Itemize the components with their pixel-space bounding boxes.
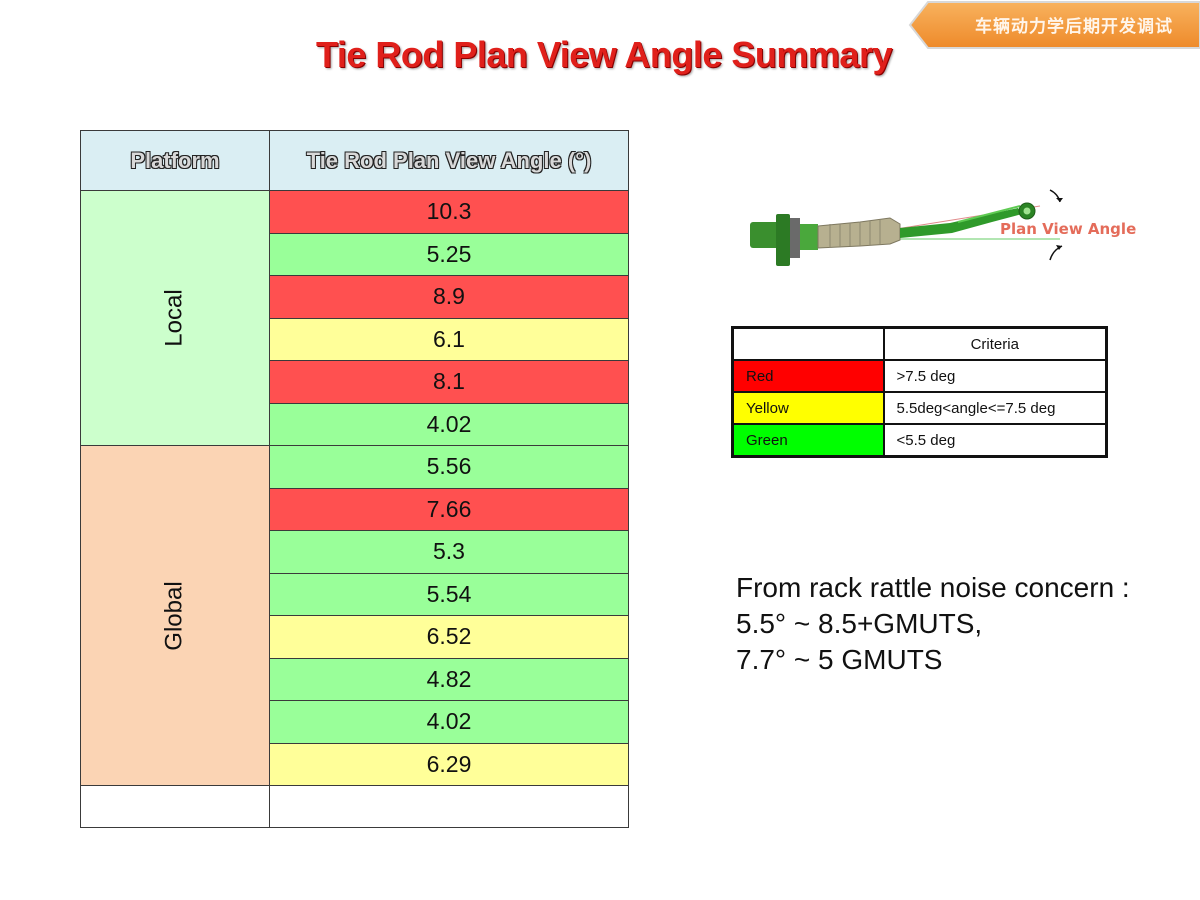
- criteria-green-rule: <5.5 deg: [882, 423, 1108, 458]
- criteria-yellow-label: Yellow: [731, 391, 885, 425]
- angle-value-cell: 5.56: [269, 445, 629, 489]
- empty-cell: [269, 785, 629, 828]
- angle-value-cell: 8.9: [269, 275, 629, 319]
- angle-value-cell: 8.1: [269, 360, 629, 404]
- table-row: 4.82: [81, 657, 629, 701]
- angle-header: Tie Rod Plan View Angle (°): [269, 130, 629, 191]
- tie-rod-illustration: [750, 189, 1063, 266]
- empty-cell: [80, 785, 270, 828]
- angle-value-cell: 4.02: [269, 700, 629, 744]
- tie-rod-diagram: Plan View Angle: [740, 178, 1140, 278]
- platform-header: Platform: [80, 130, 270, 191]
- criteria-green-label: Green: [731, 423, 885, 458]
- angle-value-cell: 6.1: [269, 317, 629, 361]
- corner-tag: 车辆动力学后期开发调试: [904, 0, 1200, 50]
- corner-tag-text: 车辆动力学后期开发调试: [975, 17, 1173, 37]
- table-row: 5.25: [81, 232, 629, 276]
- platform-local-cell: Local: [80, 190, 270, 446]
- angle-value-cell: 6.52: [269, 615, 629, 659]
- angle-value-cell: 7.66: [269, 487, 629, 531]
- angle-value-cell: 5.25: [269, 232, 629, 276]
- platform-global-label: Global: [161, 580, 188, 651]
- criteria-header: Criteria: [882, 326, 1108, 361]
- criteria-table: Criteria Red >7.5 deg Yellow 5.5deg<angl…: [731, 326, 1108, 458]
- criteria-header-blank: [731, 326, 885, 361]
- table-row: 5.54: [81, 572, 629, 616]
- angle-table: Platform Tie Rod Plan View Angle (°) Loc…: [80, 130, 629, 828]
- note-line: 7.7° ~ 5 GMUTS: [736, 644, 943, 675]
- criteria-row: Yellow 5.5deg<angle<=7.5 deg: [731, 391, 1108, 425]
- criteria-yellow-rule: 5.5deg<angle<=7.5 deg: [882, 391, 1108, 425]
- angle-value-cell: 4.82: [269, 657, 629, 701]
- table-row: 5.3: [81, 530, 629, 574]
- table-row: 4.02: [81, 700, 629, 744]
- table-row: 8.9: [81, 275, 629, 319]
- criteria-row: Green <5.5 deg: [731, 423, 1108, 458]
- angle-value-cell: 6.29: [269, 742, 629, 786]
- angle-value-cell: 10.3: [269, 190, 629, 234]
- table-row: 8.1: [81, 360, 629, 404]
- criteria-row: Red >7.5 deg: [731, 359, 1108, 393]
- criteria-header-row: Criteria: [731, 326, 1108, 361]
- platform-local-label: Local: [161, 289, 188, 347]
- note-line: 5.5° ~ 8.5+GMUTS,: [736, 608, 983, 639]
- table-row: 7.66: [81, 487, 629, 531]
- angle-value-cell: 5.54: [269, 572, 629, 616]
- empty-row: [80, 785, 629, 828]
- angle-value-cell: 5.3: [269, 530, 629, 574]
- table-row: Global 5.56: [80, 445, 629, 786]
- table-row: 4.02: [81, 402, 629, 446]
- criteria-red-label: Red: [731, 359, 885, 393]
- angle-value-cell: 4.02: [269, 402, 629, 446]
- rattle-note: From rack rattle noise concern : 5.5° ~ …: [736, 570, 1130, 678]
- plan-view-angle-label: Plan View Angle: [1000, 220, 1137, 238]
- table-row: 6.52: [81, 615, 629, 659]
- table-row: Local 10.3: [80, 190, 629, 446]
- note-line: From rack rattle noise concern :: [736, 572, 1130, 603]
- platform-global-cell: Global: [80, 445, 270, 786]
- table-row: 6.29: [81, 742, 629, 786]
- criteria-red-rule: >7.5 deg: [882, 359, 1108, 393]
- slide-title: Tie Rod Plan View Angle Summary: [315, 34, 893, 75]
